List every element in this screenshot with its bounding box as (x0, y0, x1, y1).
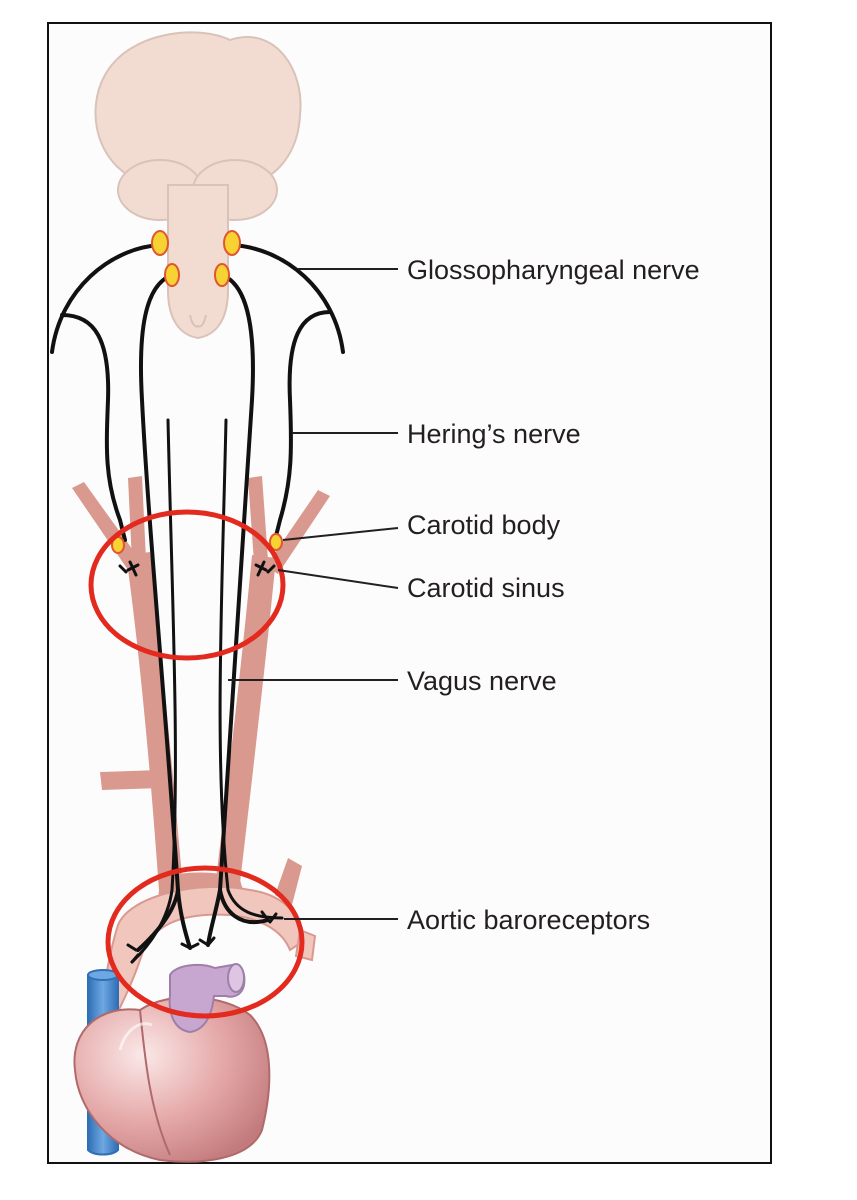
aortic-highlight-circle (105, 865, 305, 1019)
carotid-highlight-circle (88, 509, 286, 661)
label-carotid-sinus: Carotid sinus (407, 573, 565, 603)
carotid-sinus-leader (277, 569, 399, 589)
medulla-detail (189, 314, 207, 328)
label-carotid-body: Carotid body (407, 510, 561, 540)
carotid-body-leader (282, 527, 399, 541)
brainstem-illustration (94, 31, 302, 340)
label-glossopharyngeal-nerve: Glossopharyngeal nerve (407, 255, 700, 285)
right-carotid-body (269, 533, 283, 551)
label-vagus-nerve: Vagus nerve (407, 666, 557, 696)
heart-illustration (73, 996, 271, 1163)
nerves (50, 243, 345, 964)
label-aortic-baroreceptors: Aortic baroreceptors (407, 905, 650, 935)
label-herings-nerve: Hering’s nerve (407, 419, 581, 449)
ganglia (111, 230, 283, 554)
